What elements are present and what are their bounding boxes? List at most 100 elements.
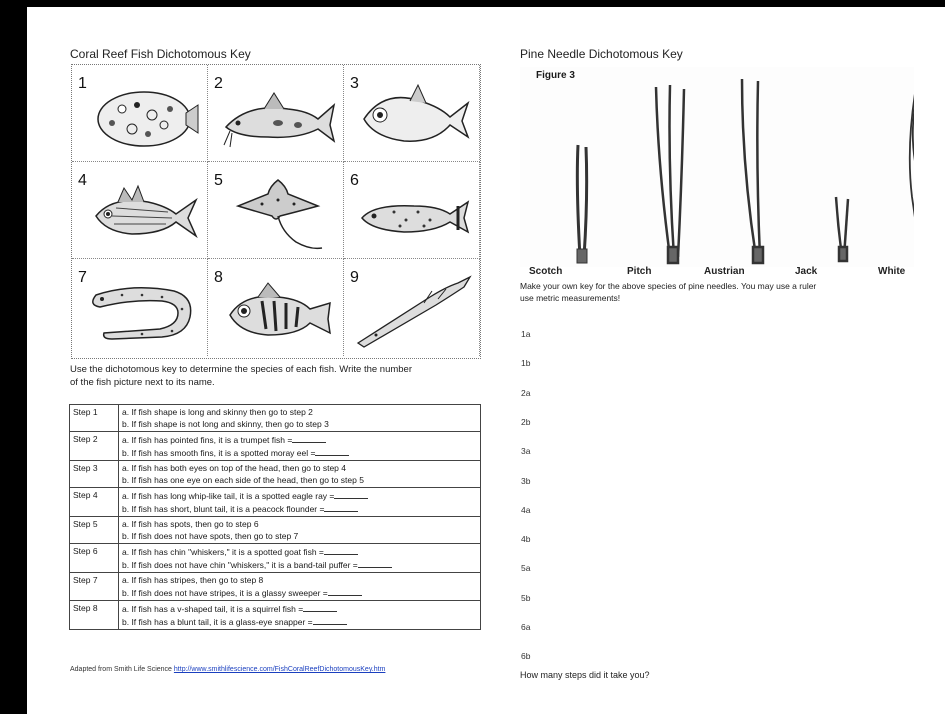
option-a: a. If fish has both eyes on top of the h…: [122, 462, 477, 474]
fish-number: 5: [214, 172, 223, 189]
step-label: Step 7: [69, 572, 119, 601]
option-b: b. If fish has one eye on each side of t…: [122, 474, 477, 486]
peacock-flounder-drawing: [97, 91, 199, 147]
credit-link[interactable]: http://www.smithlifescience.com/FishCora…: [173, 666, 386, 673]
option-b-text: b. If fish does not have chin "whiskers,…: [122, 560, 358, 570]
fish-key-title: Coral Reef Fish Dichotomous Key: [70, 47, 251, 61]
austrian-needles: [740, 78, 765, 265]
fish-cell-8: 8: [208, 259, 344, 356]
pine-label-scotch: Scotch: [529, 266, 563, 277]
spotted-goatfish-drawing: [223, 92, 336, 148]
worksheet-page: Coral Reef Fish Dichotomous Key 1 2: [27, 7, 945, 714]
pitch-needles: [654, 84, 686, 265]
fish-cell-4: 4: [72, 162, 208, 259]
step-options: a. If fish has spots, then go to step 6 b…: [118, 516, 481, 544]
option-a-text: a. If fish has chin "whiskers," it is a …: [122, 547, 324, 557]
jack-needles: [834, 196, 850, 263]
pine-label-pitch: Pitch: [627, 266, 652, 277]
step-options: a. If fish has both eyes on top of the h…: [118, 460, 481, 488]
option-a: a. If fish has long whip-like tail, it i…: [122, 489, 477, 502]
answer-row-label: 5b: [521, 592, 531, 603]
answer-blank[interactable]: [327, 586, 362, 596]
fish-number: 4: [78, 172, 87, 189]
option-b: b. If fish does not have spots, then go …: [122, 530, 477, 542]
fish-cell-9: 9: [344, 259, 480, 356]
figure-label: Figure 3: [536, 70, 575, 81]
option-b-text: b. If fish has short, blunt tail, it is …: [122, 504, 325, 514]
answer-blank[interactable]: [334, 489, 369, 499]
answer-blank[interactable]: [315, 446, 350, 456]
fish-number: 1: [78, 75, 87, 92]
pine-instructions-line: Make your own key for the above species …: [520, 281, 817, 291]
answer-row-label: 1b: [521, 358, 531, 369]
step-options: a. If fish shape is long and skinny then…: [118, 404, 481, 432]
fish-picture-grid: 1 2 3: [71, 64, 481, 359]
pine-label-white: White: [878, 266, 906, 277]
answer-blank[interactable]: [323, 545, 358, 555]
fish-cell-1: 1: [72, 65, 208, 162]
option-a-text: a. If fish has stripes, then go to step …: [122, 575, 264, 585]
answer-row-label: 2b: [521, 416, 531, 427]
answer-blank[interactable]: [312, 615, 347, 625]
pine-label-austrian: Austrian: [704, 266, 745, 277]
answer-blank[interactable]: [357, 558, 392, 568]
option-b: b. If fish does not have stripes, it is …: [122, 586, 477, 599]
step-label: Step 4: [69, 487, 119, 517]
step-label: Step 5: [69, 516, 119, 544]
fish-number: 6: [350, 172, 359, 189]
option-b-text: b. If fish shape is not long and skinny,…: [122, 419, 329, 429]
option-b-text: b. If fish has a blunt tail, it is a gla…: [122, 617, 313, 627]
step-label: Step 6: [69, 543, 119, 573]
answer-blank[interactable]: [324, 502, 359, 512]
option-b: b. If fish has a blunt tail, it is a gla…: [122, 615, 477, 628]
step-label: Step 2: [69, 431, 119, 461]
answer-row-label: 6a: [521, 622, 531, 632]
answer-row-label: 6b: [521, 651, 531, 662]
spotted-moray-eel-drawing: [92, 287, 192, 340]
fish-instructions: Use the dichotomous key to determine the…: [70, 363, 412, 389]
pine-instructions-line: use metric measurements!: [520, 293, 621, 303]
option-a-text: a. If fish has pointed fins, it is a tru…: [122, 435, 293, 445]
option-b: b. If fish has short, blunt tail, it is …: [122, 502, 477, 515]
scotch-needles: [575, 144, 589, 264]
pine-needle-figure: Figure 3: [520, 67, 914, 267]
option-b: b. If fish has smooth fins, it is a spot…: [122, 446, 477, 459]
band-tail-puffer-drawing: [361, 200, 470, 234]
squirrel-fish-drawing: [95, 184, 198, 239]
option-b-text: b. If fish does not have spots, then go …: [122, 531, 299, 541]
spotted-eagle-ray-drawing: [235, 179, 323, 250]
fish-cell-5: 5: [208, 162, 344, 259]
step-options: a. If fish has stripes, then go to step …: [118, 572, 481, 601]
option-b: b. If fish shape is not long and skinny,…: [122, 418, 477, 430]
answer-row-label: 1a: [521, 329, 531, 339]
step-options: a. If fish has pointed fins, it is a tru…: [118, 431, 481, 461]
option-b-text: b. If fish does not have stripes, it is …: [122, 588, 328, 598]
option-a-text: a. If fish has long whip-like tail, it i…: [122, 491, 335, 501]
steps-question: How many steps did it take you?: [520, 670, 650, 680]
option-b-text: b. If fish has one eye on each side of t…: [122, 475, 364, 485]
credit-text: Adapted from Smith Life Science: [70, 666, 172, 673]
option-a-text: a. If fish has a v-shaped tail, it is a …: [122, 604, 304, 614]
fish-cell-6: 6: [344, 162, 480, 259]
answer-blank[interactable]: [292, 433, 327, 443]
answer-row-label: 4b: [521, 534, 531, 545]
glassy-sweeper-drawing: [363, 83, 470, 142]
option-a: a. If fish has spots, then go to step 6: [122, 518, 477, 530]
option-a: a. If fish has a v-shaped tail, it is a …: [122, 602, 477, 615]
step-options: a. If fish has long whip-like tail, it i…: [118, 487, 481, 517]
fish-instructions-line: Use the dichotomous key to determine the…: [70, 364, 412, 375]
step-label: Step 1: [69, 404, 119, 432]
step-label: Step 8: [69, 600, 119, 630]
fish-number: 8: [214, 269, 223, 286]
answer-blank[interactable]: [303, 602, 338, 612]
option-a-text: a. If fish has spots, then go to step 6: [122, 519, 259, 529]
pine-needles-drawing: [575, 78, 914, 265]
glass-eye-snapper-drawing: [229, 282, 331, 336]
fish-cell-7: 7: [72, 259, 208, 356]
option-a-text: a. If fish has both eyes on top of the h…: [122, 463, 346, 473]
